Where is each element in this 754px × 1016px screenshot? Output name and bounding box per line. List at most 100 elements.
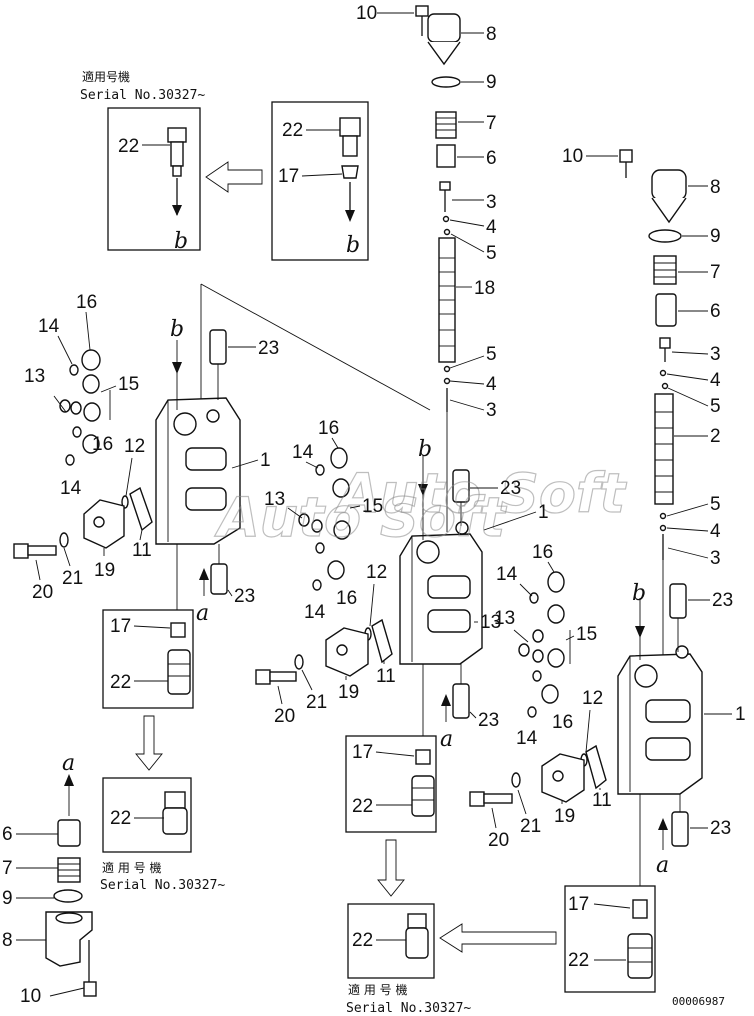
- oring-14b: [65, 454, 75, 466]
- flow-letter-a: a: [440, 727, 453, 752]
- ball-4b-right: [659, 524, 667, 532]
- callout-4: 4: [486, 217, 497, 238]
- callout-14: 14: [38, 316, 60, 337]
- leader-13: [53, 395, 67, 413]
- callout-19r: 19: [554, 806, 575, 827]
- oring-16f: [541, 684, 559, 704]
- bolt-10-bl: [83, 940, 97, 997]
- oring-13a: [59, 399, 71, 413]
- callout-6: 6: [486, 148, 497, 169]
- gasket-11-left: [129, 486, 153, 532]
- check-valve-23-top-right: [669, 583, 687, 652]
- serial-note-number: Serial No.30327~: [346, 1001, 471, 1016]
- callout-20: 20: [32, 582, 53, 603]
- bolt-20-right: [469, 791, 513, 807]
- cap-8-right: [651, 169, 687, 224]
- spring-7-top: [435, 111, 457, 139]
- callout-22c: 22: [352, 796, 373, 817]
- callout-17r: 17: [568, 894, 589, 915]
- callout-22c-new: 22: [352, 930, 373, 951]
- spring-17-centre: [415, 749, 431, 765]
- oring-13g: [532, 649, 544, 663]
- oring-14h: [527, 706, 537, 718]
- callout-11r: 11: [592, 790, 612, 811]
- callout-17-left: 17: [110, 616, 131, 637]
- washer-21-right: [511, 772, 521, 788]
- callout-6r: 6: [710, 301, 721, 322]
- serial-note-number: Serial No.30327~: [80, 88, 205, 103]
- callout-17-a: 17: [278, 166, 299, 187]
- callout-7r: 7: [710, 262, 721, 283]
- oring-14-left: [69, 364, 79, 376]
- serial-note-title: 適用号機: [82, 69, 130, 84]
- callout-15c: 15: [362, 496, 383, 517]
- ball-5b-right: [659, 512, 667, 520]
- callout-5r: 5: [710, 396, 721, 417]
- relief-valve-22: [167, 127, 187, 177]
- oring-12-left: [121, 495, 129, 509]
- spool-2: [654, 393, 674, 505]
- callout-8r: 8: [710, 177, 721, 198]
- oring-14e: [312, 579, 322, 591]
- callout-14d: 14: [304, 602, 326, 623]
- gasket-11-right: [585, 744, 607, 790]
- oring-16c: [330, 447, 348, 469]
- document-number: 00006987: [672, 995, 725, 1008]
- oring-15c: [332, 478, 350, 498]
- callout-19: 19: [94, 560, 115, 581]
- callout-5r2: 5: [710, 494, 721, 515]
- valve-body-1-right: [617, 645, 703, 795]
- pin-3-right: [659, 337, 671, 362]
- callout-6-bl: 6: [2, 824, 13, 845]
- callout-3: 3: [486, 192, 497, 213]
- spring-7-right: [653, 255, 677, 285]
- relief-22-new-centre: [405, 913, 429, 959]
- callout-21: 21: [62, 568, 83, 589]
- callout-21c: 21: [306, 692, 327, 713]
- arrow-b-head: [635, 626, 645, 638]
- callout-23: 23: [258, 338, 279, 359]
- callout-19c: 19: [338, 682, 359, 703]
- callout-22-left-new: 22: [110, 808, 131, 829]
- callout-13c: 13: [264, 489, 285, 510]
- check-valve-23-top-centre: [452, 469, 470, 526]
- callout-3r2: 3: [710, 548, 721, 569]
- arrow-head-down: [172, 205, 182, 216]
- callout-11: 11: [132, 540, 152, 561]
- callout-23b: 23: [234, 586, 255, 607]
- bolt-20-left: [13, 543, 57, 559]
- callout-14r2: 14: [516, 728, 538, 749]
- callout-23r2: 23: [710, 818, 731, 839]
- oring-14c: [315, 464, 325, 476]
- callout-16r2: 16: [552, 712, 573, 733]
- callout-17c: 17: [352, 742, 373, 763]
- oring-15a: [82, 374, 100, 394]
- oring-13f: [518, 643, 530, 657]
- oring-14a: [72, 426, 82, 438]
- callout-23c: 23: [500, 478, 521, 499]
- callout-1c: 1: [538, 502, 549, 523]
- oring-15f: [547, 648, 565, 668]
- serial-note-title: 適 用 号 機: [102, 860, 161, 875]
- bolt-10-right: [619, 149, 633, 178]
- oring-15b: [83, 402, 101, 422]
- callout-1: 1: [260, 450, 271, 471]
- spring-17: [341, 165, 359, 179]
- oring-13d: [311, 519, 323, 533]
- callout-22-b: 22: [282, 120, 303, 141]
- callout-11c: 11: [376, 666, 396, 687]
- check-valve-23-bottom-left: [210, 544, 228, 595]
- spring-17-right: [632, 899, 648, 919]
- callout-13: 13: [24, 366, 45, 387]
- callout-15: 15: [118, 374, 139, 395]
- arrow-a-head: [64, 774, 74, 786]
- flow-letter-b: b: [346, 233, 360, 258]
- retainer-6-right: [655, 293, 677, 327]
- arrow-a-head: [199, 568, 209, 580]
- valve-body-1-left: [155, 397, 241, 545]
- callout-4r2: 4: [710, 521, 721, 542]
- ball-5b: [443, 365, 451, 373]
- callout-1r: 1: [735, 704, 746, 725]
- watermark: Auto Soft: [214, 486, 507, 549]
